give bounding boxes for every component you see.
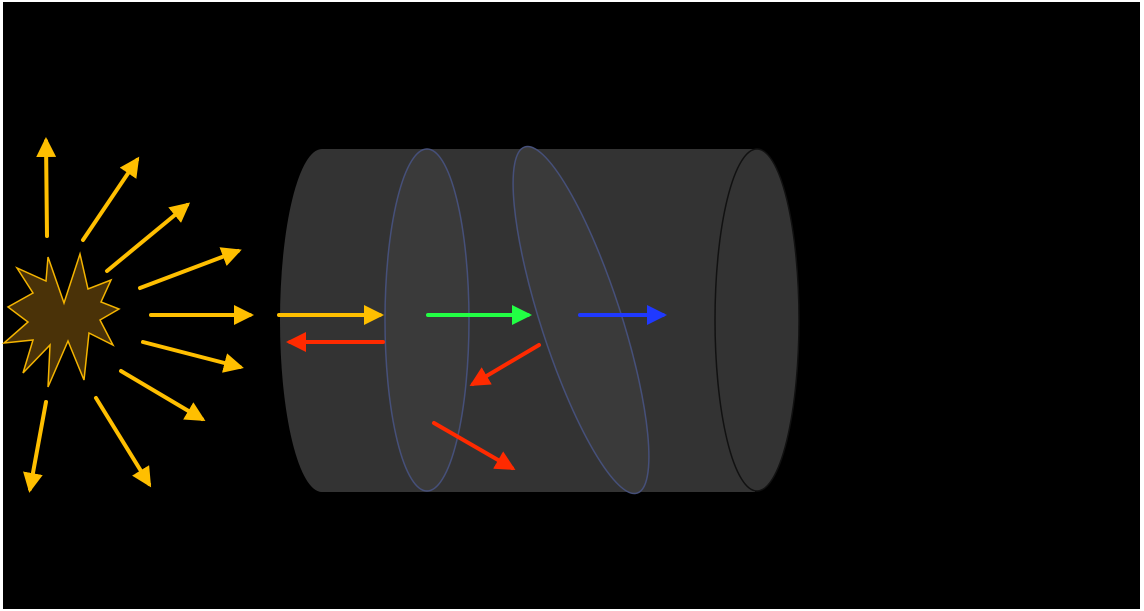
ray-arrow: [30, 402, 46, 489]
ray-arrow: [140, 251, 238, 288]
ray-arrow: [107, 205, 187, 271]
cylinder-tube: [280, 135, 799, 506]
ray-arrow: [121, 371, 202, 419]
tube-end-cap: [715, 149, 799, 491]
ray-arrow: [143, 342, 240, 367]
upright-disc: [385, 149, 469, 491]
ray-arrow: [96, 398, 149, 484]
ray-arrow: [46, 141, 47, 236]
starburst-icon: [4, 254, 119, 387]
ray-arrow: [83, 160, 137, 240]
